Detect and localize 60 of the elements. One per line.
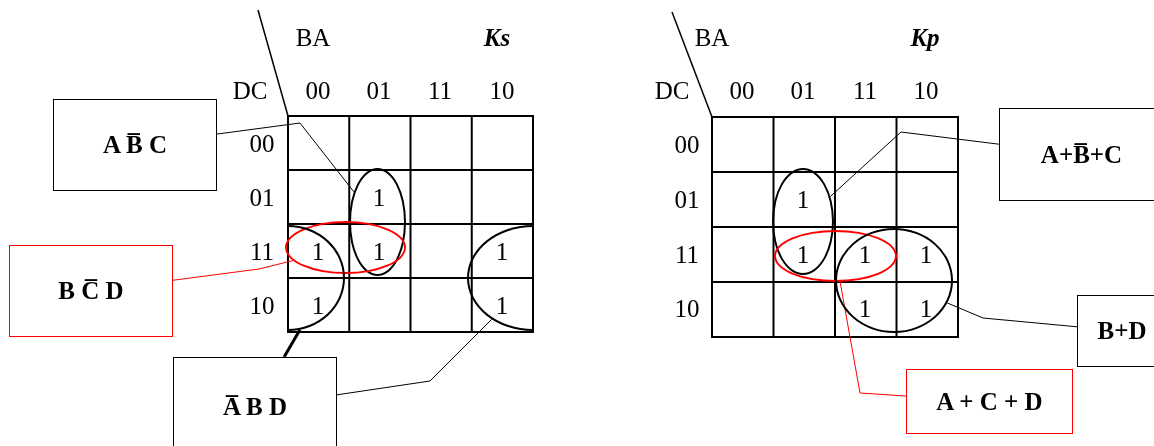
cell-value: 1 [495,238,509,264]
leader-line [282,329,302,358]
map-title: Kp [910,24,940,50]
group-loop [285,221,406,274]
leader-line [839,281,907,397]
term-box [173,357,337,446]
leader-line [946,302,1078,328]
term-box [1077,295,1154,367]
cell-value: 1 [372,238,386,264]
cell-value: 1 [311,292,325,318]
term-text: B C̅ D [58,277,124,305]
column-header: 10 [913,77,939,103]
term-box [9,245,173,337]
column-header: 11 [852,77,878,103]
column-header: 00 [729,77,755,103]
cell-value: 1 [858,295,872,321]
term-text: A + C + D [936,387,1043,416]
row-header: 11 [249,238,275,264]
group-loop [772,168,834,275]
column-header: 10 [489,77,515,103]
axis-label: DC [232,77,268,103]
column-header: 11 [427,77,453,103]
column-header: 00 [305,77,331,103]
map-title: Ks [483,24,511,50]
group-loop [835,228,953,333]
term-text: A̅ B D [223,393,287,421]
axis-label: DC [654,77,690,103]
column-header: 01 [790,77,816,103]
row-header: 01 [674,186,700,212]
term-text: B+D [1097,317,1147,345]
cell-value: 1 [858,241,872,267]
leader-line [216,122,355,193]
term-box [53,99,217,191]
leader-line [829,131,1000,197]
term-text: A+B̅+C [1040,140,1123,169]
group-arc [288,225,345,331]
row-header: 00 [674,131,700,157]
cell-value: 1 [919,295,933,321]
axis-label: BA [295,24,331,50]
group-loop [774,230,897,282]
cell-value: 1 [796,241,810,267]
cell-value: 1 [796,186,810,212]
term-text: A B̅ C [103,131,167,159]
term-box [999,108,1154,201]
row-header: 10 [674,295,700,321]
group-loop [349,168,406,276]
leader-line [172,260,294,281]
row-header: 00 [249,130,275,156]
row-header: 01 [249,184,275,210]
term-box [906,369,1073,434]
axis-label: BA [694,24,730,50]
column-header: 01 [366,77,392,103]
cell-value: 1 [311,238,325,264]
leader-line [336,318,493,396]
cell-value: 1 [372,184,386,210]
row-header: 10 [249,292,275,318]
group-arc [467,225,533,331]
cell-value: 1 [919,241,933,267]
cell-value: 1 [495,292,509,318]
row-header: 11 [674,241,700,267]
